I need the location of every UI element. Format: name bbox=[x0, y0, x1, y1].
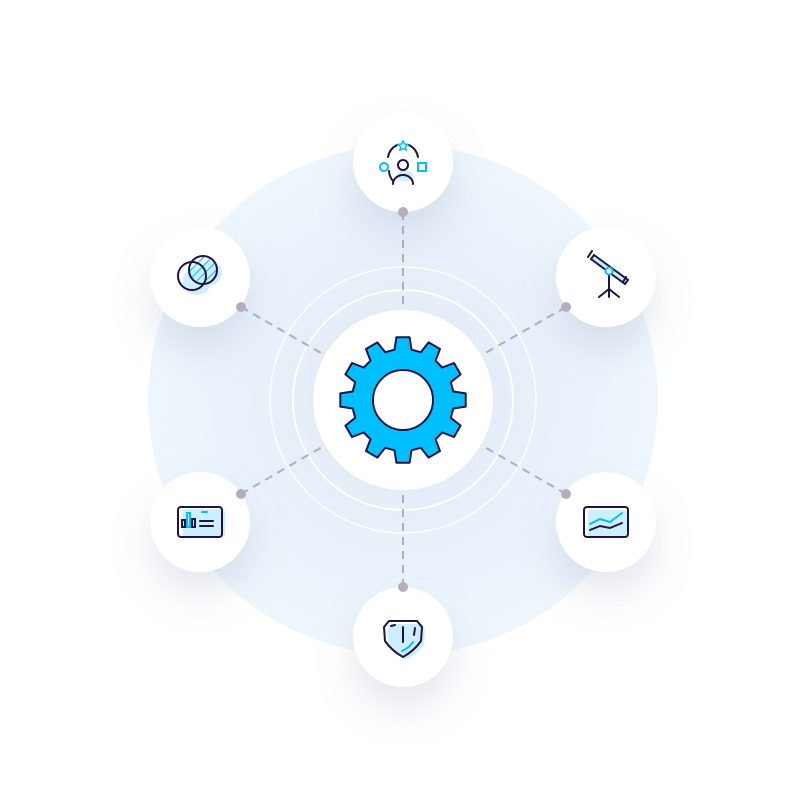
venn-diagram-icon bbox=[177, 255, 222, 295]
node-top bbox=[353, 112, 453, 212]
connector-dot-bottom-right bbox=[561, 489, 571, 499]
connector-dot-bottom bbox=[398, 582, 408, 592]
shield-icon bbox=[382, 620, 425, 659]
connector-dot-top-left bbox=[236, 302, 246, 312]
connector-dot-bottom-left bbox=[236, 489, 246, 499]
line-chart-icon bbox=[583, 506, 629, 538]
telescope-icon bbox=[587, 250, 630, 298]
connector-dot-top-right bbox=[561, 302, 571, 312]
connector-dot-top bbox=[398, 207, 408, 217]
gear-hole bbox=[372, 369, 434, 431]
dashboard-card-icon bbox=[177, 506, 225, 538]
outer-ring bbox=[269, 266, 537, 534]
node-top-right bbox=[556, 227, 656, 327]
user-options-icon bbox=[379, 139, 427, 185]
